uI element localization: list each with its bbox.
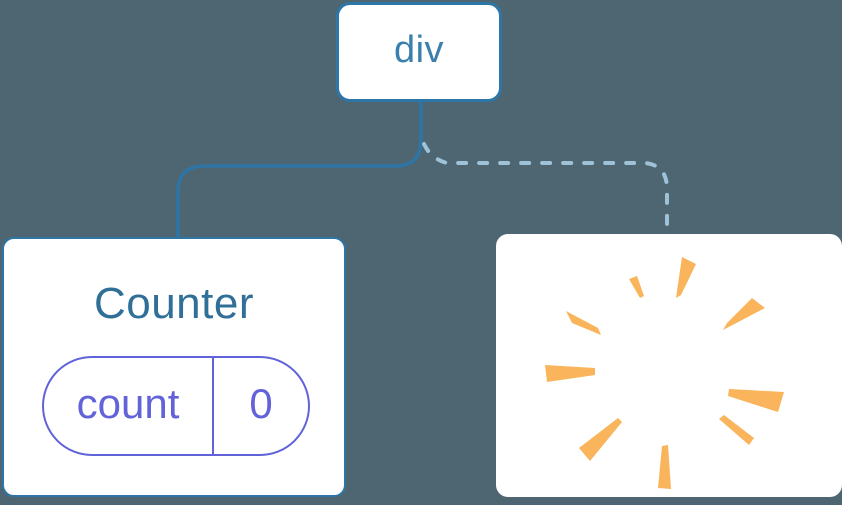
removed-card bbox=[496, 234, 842, 497]
counter-title: Counter bbox=[93, 279, 255, 328]
tree-node-div: div bbox=[336, 2, 502, 102]
state-pill: count 0 bbox=[42, 356, 310, 456]
node-label: div bbox=[393, 28, 445, 71]
counter-card: Counter count 0 bbox=[2, 237, 346, 497]
edge-div-to-counter bbox=[176, 102, 423, 238]
state-value: 0 bbox=[212, 358, 308, 454]
state-key: count bbox=[76, 380, 180, 427]
edge-div-to-removed bbox=[422, 142, 669, 236]
